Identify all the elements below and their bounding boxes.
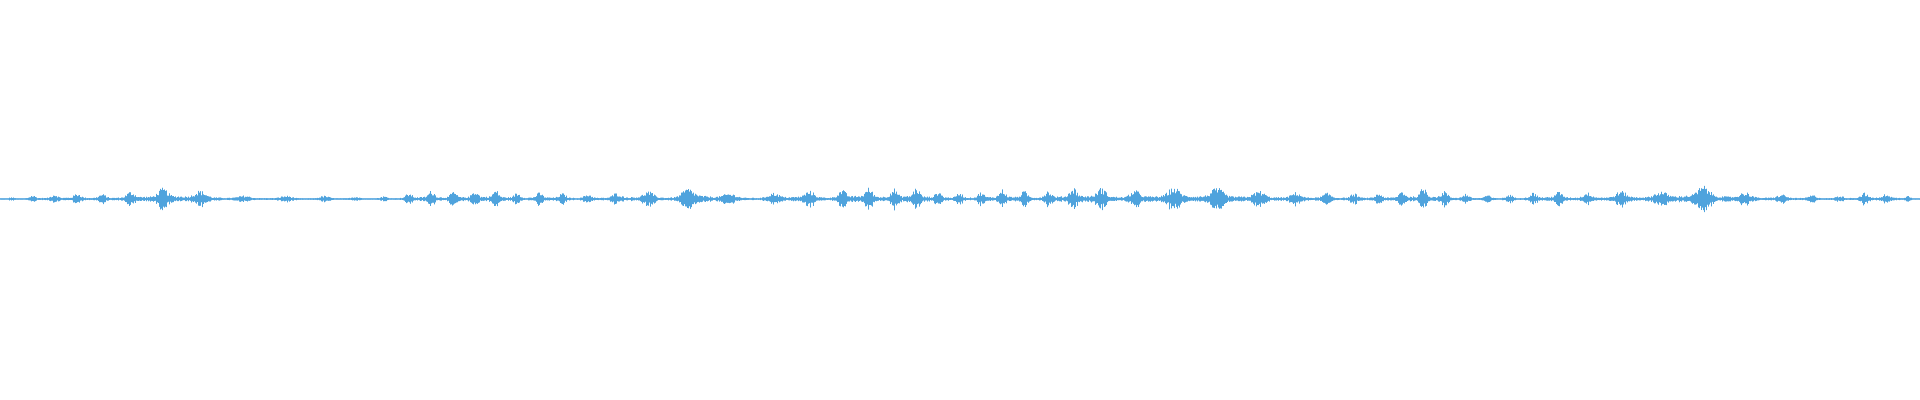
- waveform-samples: [0, 185, 1920, 213]
